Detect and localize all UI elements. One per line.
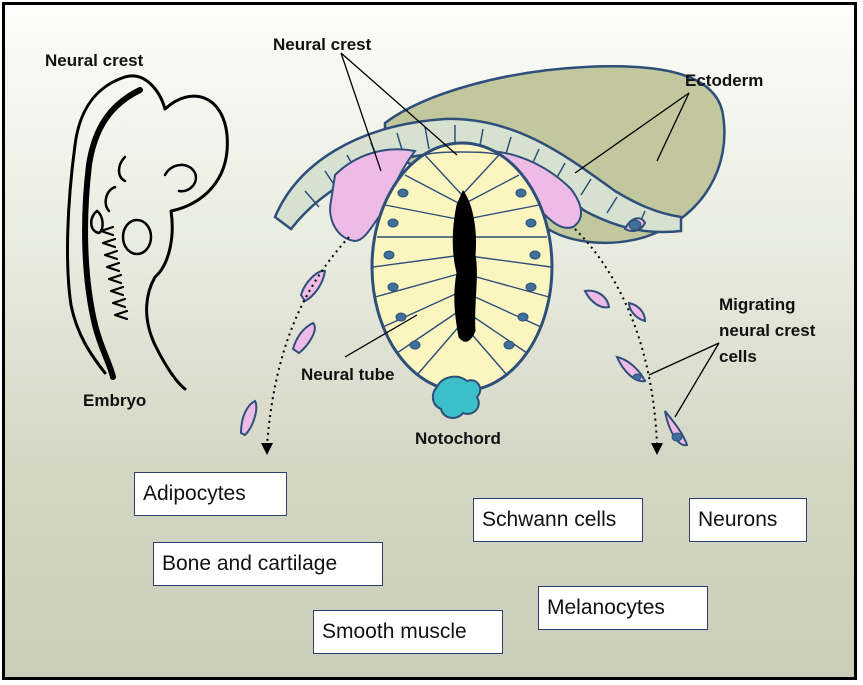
diagram-canvas [5,5,857,680]
label-migrating-2: neural crest [719,321,815,341]
embryo-outline [68,76,228,389]
label-ectoderm: Ectoderm [685,71,763,91]
label-notochord: Notochord [415,429,501,449]
label-neural-crest-section: Neural crest [273,35,371,55]
embryo-heart [123,220,151,254]
embryo-eye [165,165,196,191]
derivative-neurons: Neurons [689,498,807,542]
left-arrowhead [261,443,273,455]
derivative-melanocytes: Melanocytes [538,586,708,630]
derivative-schwann-cells: Schwann cells [473,498,643,542]
embryo-limb-bud [91,211,102,233]
label-neural-crest-embryo: Neural crest [45,51,143,71]
notochord [433,377,480,418]
embryo-arch-2 [106,187,115,211]
derivative-smooth-muscle: Smooth muscle [313,610,503,654]
derivative-bone-and-cartilage: Bone and cartilage [153,542,383,586]
label-migrating-3: cells [719,347,757,367]
embryo-neural-crest-stripe [85,90,140,377]
label-migrating-1: Migrating [719,295,796,315]
migrating-cell-nuclei [629,220,682,441]
label-neural-tube: Neural tube [301,365,395,385]
right-arrowhead [651,443,663,455]
leader-migrating-b [675,343,719,417]
embryo-sketch [68,76,228,389]
derivative-adipocytes: Adipocytes [134,472,287,516]
right-migration-path [575,229,657,445]
embryo-arch-1 [119,157,125,181]
leader-migrating-a [649,343,719,375]
label-embryo: Embryo [83,391,146,411]
